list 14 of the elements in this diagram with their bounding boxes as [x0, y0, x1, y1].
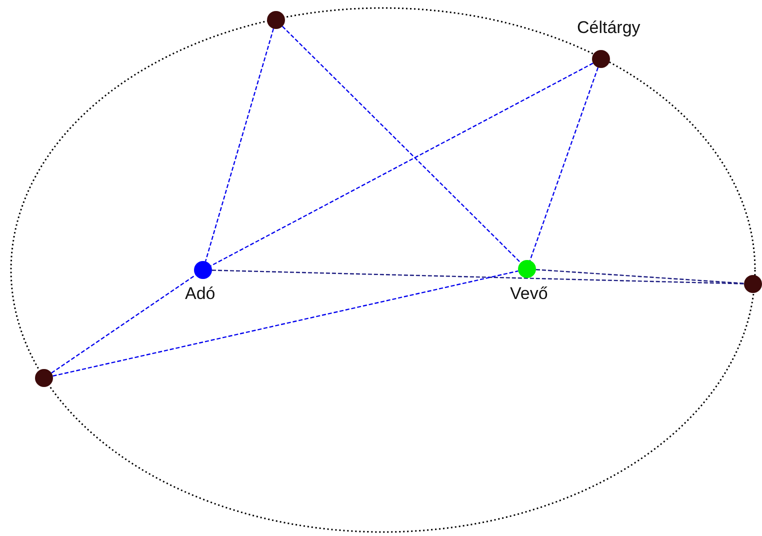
dashed-line — [210, 62, 594, 266]
dashed-line — [536, 269, 744, 284]
point-label: Adó — [185, 284, 216, 304]
dashed-line — [204, 28, 274, 262]
dashed-line — [282, 26, 522, 264]
dashed-line — [52, 270, 518, 377]
dashed-line — [51, 274, 196, 374]
dashed-line — [212, 270, 744, 284]
point-label: Vevő — [510, 284, 548, 304]
point-label: Céltárgy — [577, 18, 640, 38]
point-marker — [744, 275, 762, 293]
point-marker — [267, 11, 285, 29]
point-marker — [35, 369, 53, 387]
dashed-line — [529, 67, 599, 261]
